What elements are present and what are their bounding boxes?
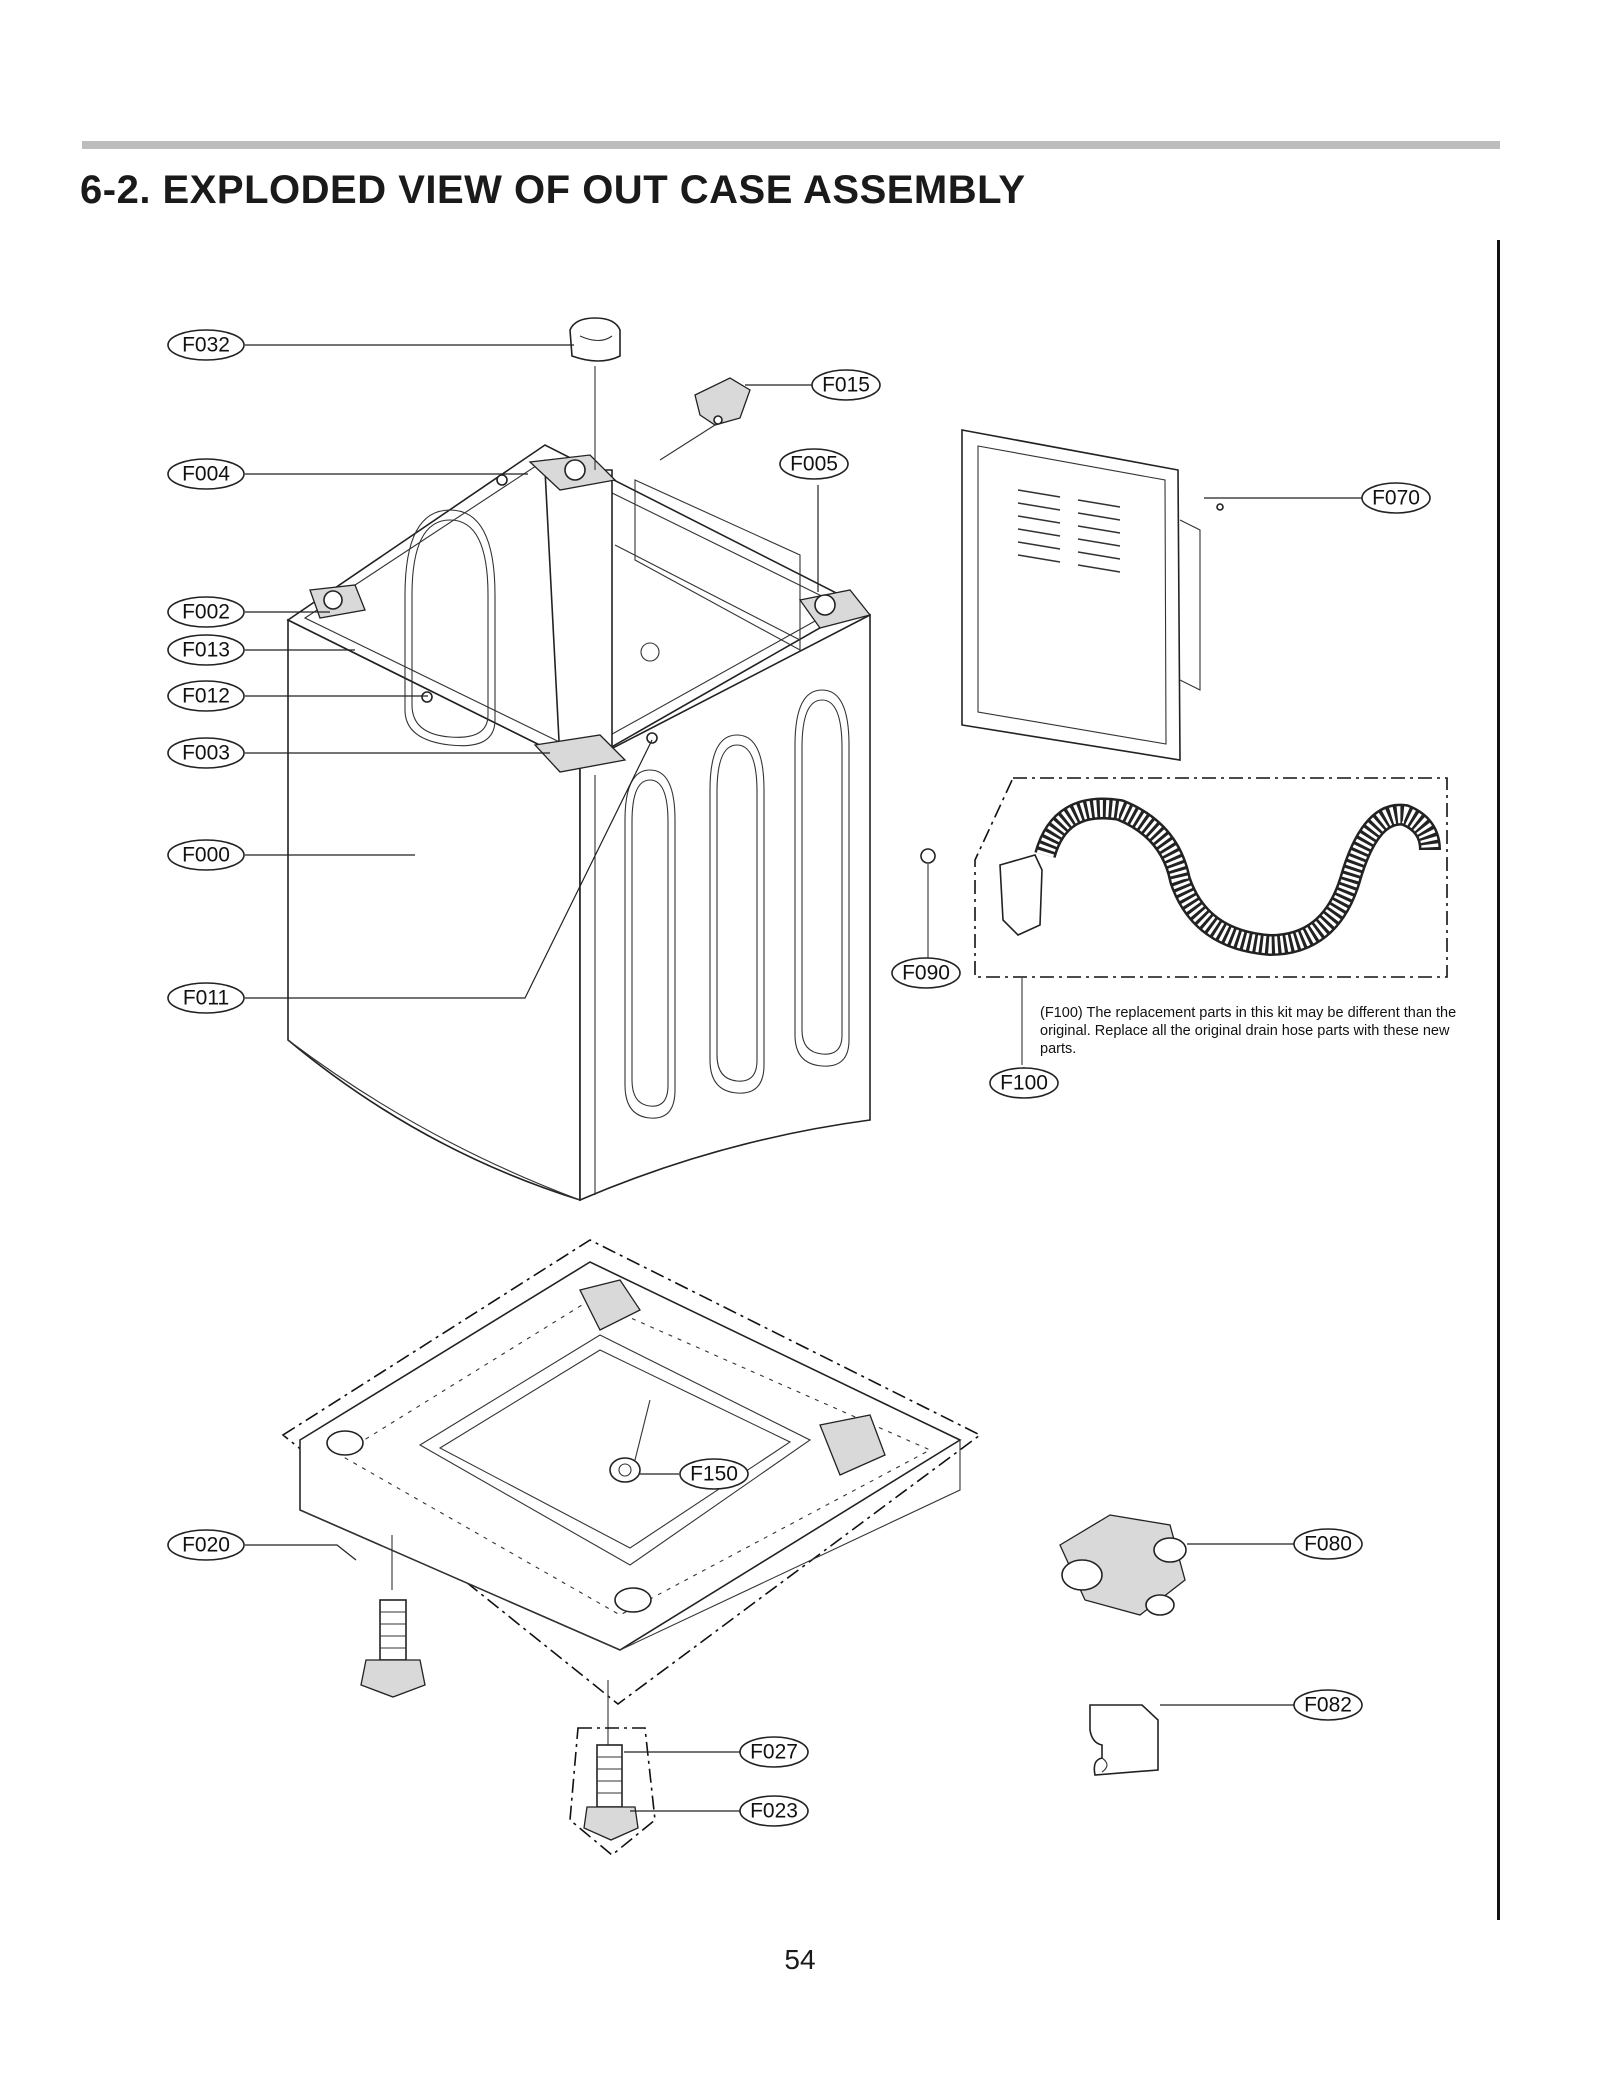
drain-pump-part (1059, 1514, 1187, 1616)
callout-f012: F012 (167, 680, 245, 712)
callout-f005: F005 (779, 448, 849, 480)
base-frame-drawing (281, 1239, 982, 1745)
callout-f020: F020 (167, 1529, 245, 1561)
callout-label: F027 (750, 1741, 798, 1764)
top-rule (82, 141, 1500, 149)
callout-label: F070 (1372, 487, 1420, 510)
callout-label: F080 (1304, 1533, 1352, 1556)
page-number: 54 (784, 1944, 816, 1975)
callout-label: F002 (182, 601, 230, 624)
callout-f000: F000 (167, 839, 245, 871)
callout-label: F082 (1304, 1694, 1352, 1717)
callout-label: F000 (182, 844, 230, 867)
callout-f070: F070 (1361, 482, 1431, 514)
callout-f003: F003 (167, 737, 245, 769)
leveling-leg-kit (569, 1727, 656, 1857)
callout-f150: F150 (679, 1458, 749, 1490)
cover-plate-part (1089, 1704, 1159, 1776)
callout-label: F015 (822, 374, 870, 397)
side-rule (1497, 240, 1500, 1920)
cap-part (609, 1399, 651, 1483)
leveling-leg-left (360, 1599, 426, 1698)
callout-f032: F032 (167, 329, 245, 361)
clamp-part (569, 317, 621, 470)
callout-f004: F004 (167, 458, 245, 490)
callout-f023: F023 (739, 1795, 809, 1827)
callout-f011: F011 (167, 982, 245, 1014)
callout-f090: F090 (891, 957, 961, 989)
hose-clip-part (920, 848, 936, 960)
callout-label: F032 (182, 334, 230, 357)
callout-f015: F015 (811, 369, 881, 401)
callout-label: F150 (690, 1463, 738, 1486)
callout-label: F100 (1000, 1072, 1048, 1095)
callout-label: F020 (182, 1534, 230, 1557)
callout-label: F023 (750, 1800, 798, 1823)
callout-label: F004 (182, 463, 230, 486)
callout-f100: F100 (989, 1067, 1059, 1099)
callout-label: F011 (183, 987, 229, 1010)
replacement-note: (F100) The replacement parts in this kit… (1040, 1005, 1457, 1057)
callout-f082: F082 (1293, 1689, 1363, 1721)
callout-label: F005 (790, 453, 838, 476)
leader-lines (245, 344, 1362, 1812)
callout-f080: F080 (1293, 1528, 1363, 1560)
rear-panel-part (961, 429, 1224, 761)
callout-label: F003 (182, 742, 230, 765)
callout-label: F013 (182, 639, 230, 662)
callout-f027: F027 (739, 1736, 809, 1768)
callout-label: F090 (902, 962, 950, 985)
callout-label: F012 (182, 685, 230, 708)
callout-f013: F013 (167, 634, 245, 666)
cabinet-drawing (286, 444, 872, 1202)
page-title: 6-2. EXPLODED VIEW OF OUT CASE ASSEMBLY (80, 168, 1026, 212)
drain-hose-kit (974, 777, 1448, 1065)
callout-f002: F002 (167, 596, 245, 628)
bracket-part (659, 377, 751, 461)
